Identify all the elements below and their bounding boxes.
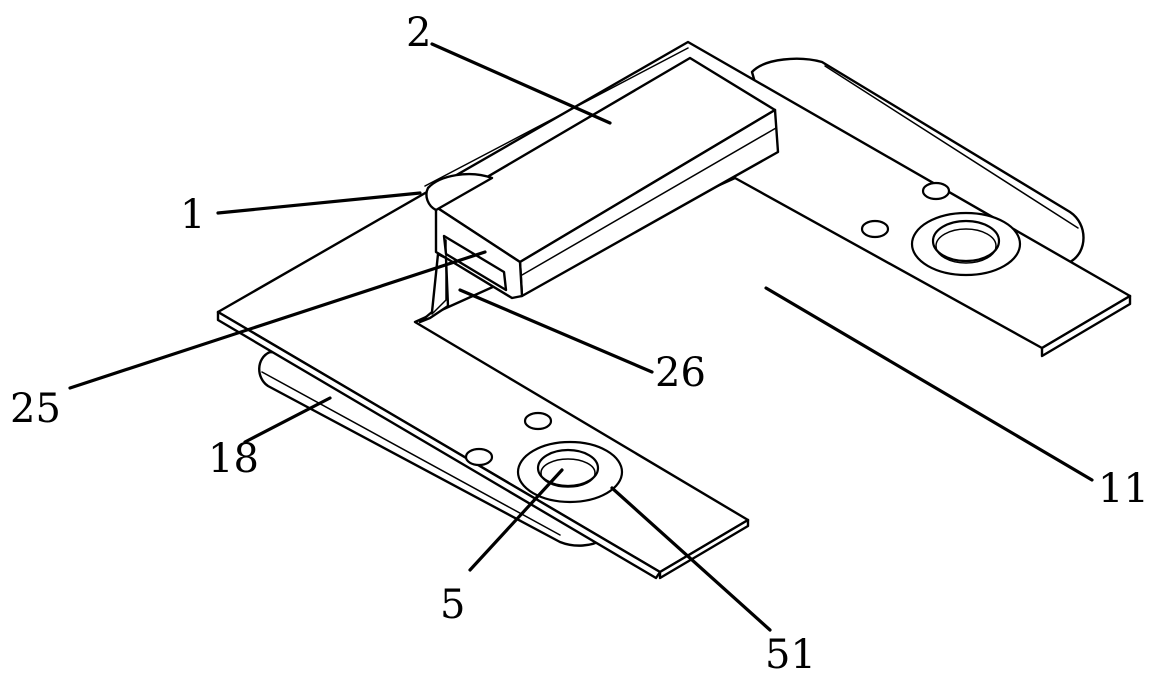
label-part-2: 2	[406, 10, 431, 56]
label-part-18: 18	[208, 436, 259, 482]
hole-5-rim	[540, 458, 596, 488]
lower-small-hole-2	[464, 447, 494, 467]
label-part-5: 5	[440, 582, 465, 628]
leader-26	[458, 288, 654, 374]
plate-thickness-left	[216, 310, 662, 580]
label-part-25: 25	[10, 386, 61, 432]
leader-5	[468, 468, 564, 572]
leader-25	[68, 250, 487, 390]
right-small-hole-1	[921, 181, 951, 201]
label-part-1: 1	[180, 192, 205, 238]
leader-11	[764, 286, 1094, 482]
right-plate-underside-edge	[824, 65, 1079, 229]
right-plate-underside	[750, 57, 1085, 264]
label-part-51: 51	[765, 632, 816, 678]
leader-1	[216, 191, 422, 215]
lower-small-hole-1	[523, 411, 553, 431]
hole-5	[536, 448, 600, 488]
channel-inner-fold	[431, 239, 447, 315]
lower-plate-underside-edge	[261, 371, 561, 536]
leader-51	[610, 486, 772, 632]
right-washer-inner	[931, 219, 1001, 263]
curl-edge	[425, 172, 494, 212]
label-part-26: 26	[655, 350, 706, 396]
plate-top-fold-line	[424, 47, 689, 187]
label-part-11: 11	[1098, 466, 1149, 512]
leader-2	[430, 42, 612, 125]
right-small-hole-2	[860, 219, 890, 239]
plate-thickness-tip	[658, 518, 750, 580]
right-washer-inner-rim	[935, 228, 997, 264]
plate-thickness-right	[1040, 294, 1132, 358]
leader-18	[243, 396, 332, 444]
channel-side-crease	[521, 127, 777, 276]
